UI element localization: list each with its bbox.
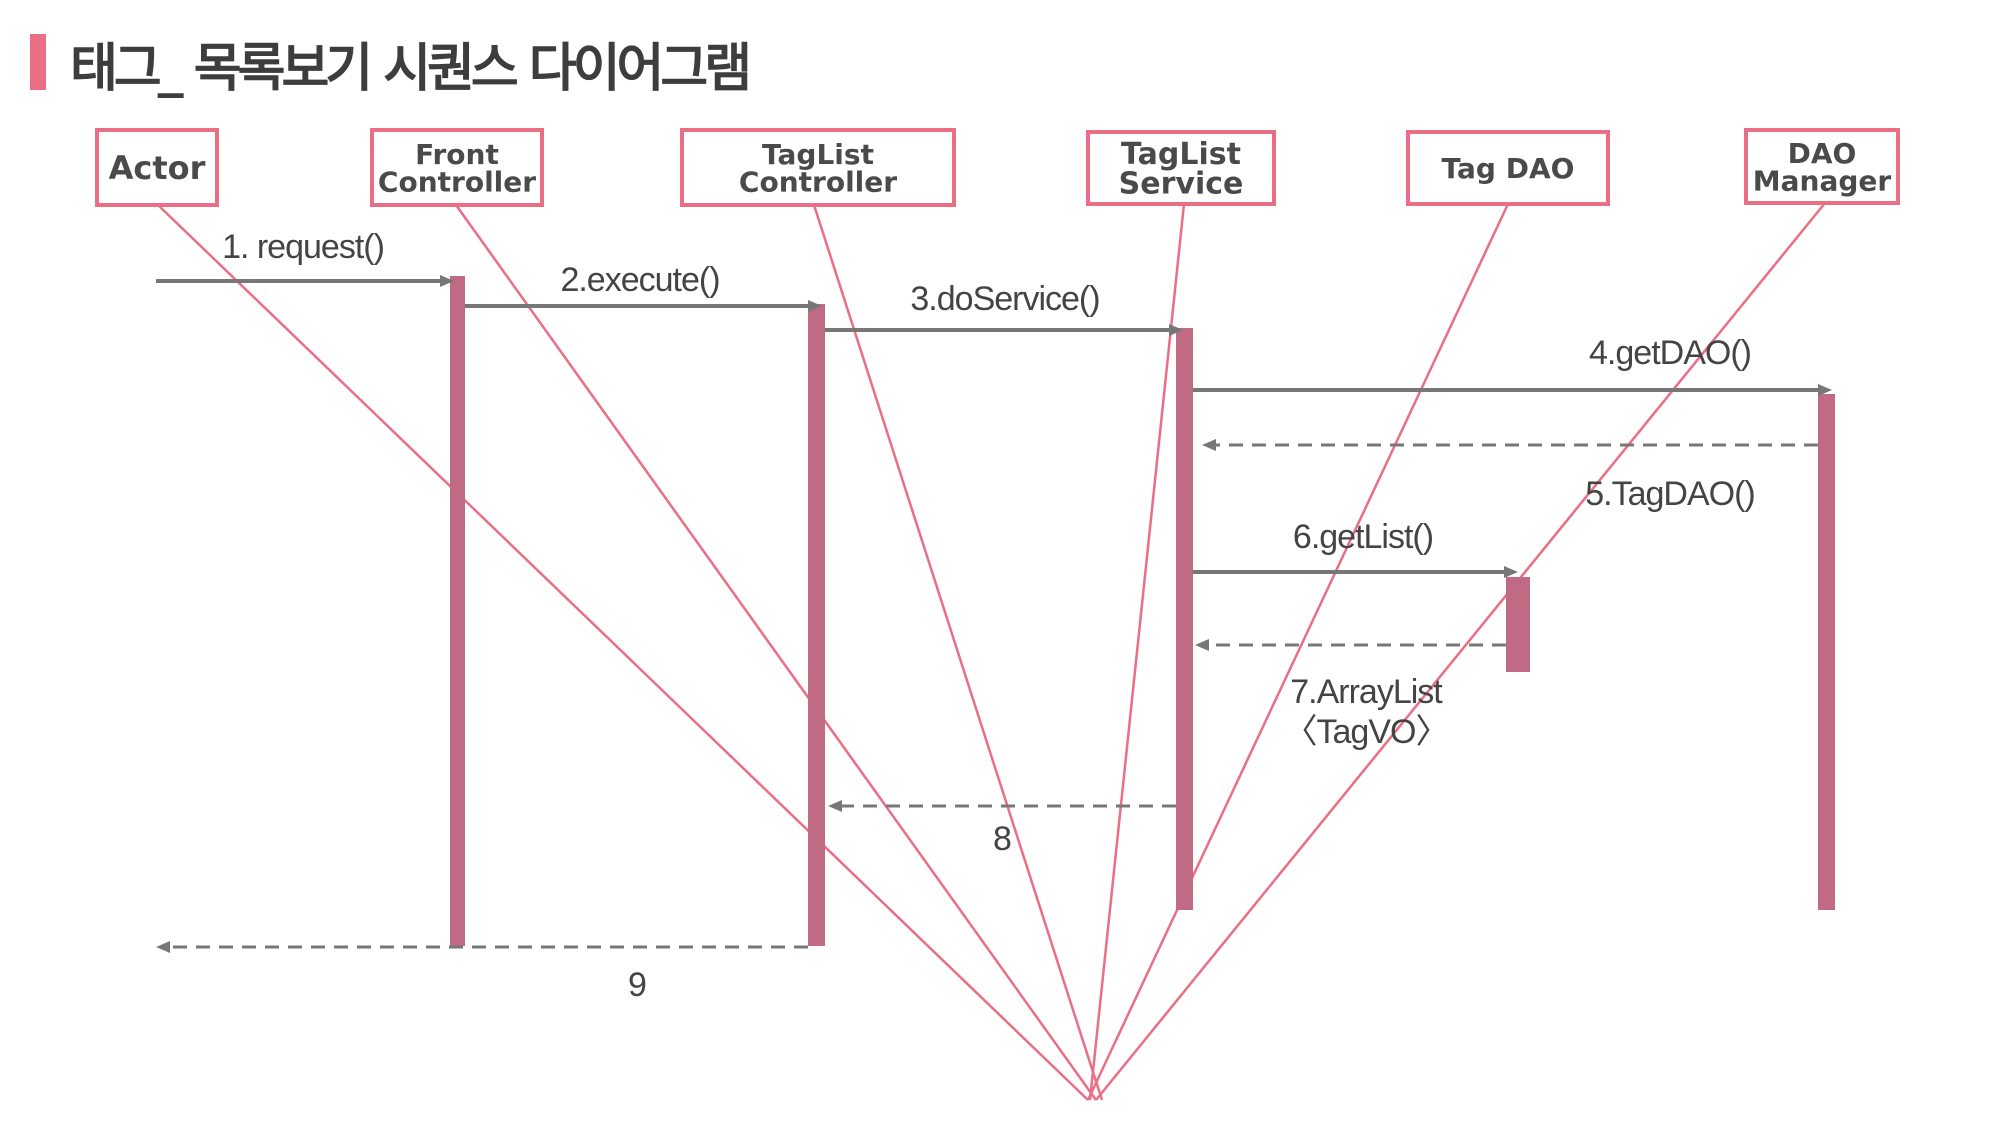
tag-dao-lifeline (1086, 203, 1510, 1101)
participant-label-taglist-controller: Controller (739, 165, 897, 198)
page-title: 태그_ 목록보기 시퀀스 다이어그램 (70, 39, 752, 99)
participant-label-front-controller: Front (415, 138, 499, 171)
message-m1-arrowhead (440, 275, 454, 287)
message-m4-label: 4.getDAO() (1589, 334, 1751, 372)
front-controller-activation (450, 276, 465, 946)
participant-label-tag-dao: Tag DAO (1442, 152, 1575, 185)
dao-manager-lifeline (1095, 202, 1826, 1101)
message-m8-arrowhead (828, 800, 842, 812)
message-m2-arrowhead (808, 300, 822, 312)
title-accent-bar (30, 34, 46, 90)
message-m7-label: 〈TagVO〉 (1284, 713, 1449, 751)
message-m6-arrowhead (1504, 566, 1518, 578)
message-m4-arrowhead (1818, 384, 1832, 396)
dao-manager-activation (1818, 394, 1835, 910)
participant-box-taglist-controller (680, 128, 956, 207)
taglist-controller-lifeline (812, 204, 1104, 1101)
message-m8-label: 8 (993, 820, 1011, 858)
participant-box-front-controller (370, 128, 544, 207)
participant-label-front-controller: Controller (378, 165, 536, 198)
message-m6-label: 6.getList() (1293, 518, 1433, 556)
message-m3-arrowhead (1169, 324, 1183, 336)
participant-label-taglist-service: TagList (1121, 137, 1241, 172)
message-m3-label: 3.doService() (910, 280, 1099, 318)
tag-dao-activation (1506, 577, 1530, 672)
actor-lifeline (157, 204, 1089, 1101)
participant-box-actor (95, 128, 219, 207)
participant-label-dao-manager: Manager (1753, 164, 1892, 197)
message-m9-arrowhead (156, 941, 170, 953)
message-m7-label: 7.ArrayList (1290, 673, 1443, 711)
message-m5-label: 5.TagDAO() (1585, 475, 1755, 513)
message-m2-label: 2.execute() (560, 261, 719, 299)
message-m7-arrowhead (1195, 639, 1209, 651)
message-m9-label: 9 (628, 966, 646, 1004)
participant-label-taglist-service: Service (1119, 167, 1244, 202)
participant-box-tag-dao (1406, 130, 1610, 206)
taglist-service-lifeline (1088, 203, 1186, 1101)
participant-label-actor: Actor (109, 149, 206, 187)
taglist-controller-activation (808, 304, 825, 946)
taglist-service-activation (1176, 328, 1193, 910)
participant-box-dao-manager (1744, 128, 1900, 205)
participant-label-taglist-controller: TagList (762, 138, 874, 171)
front-controller-lifeline (454, 204, 1098, 1101)
message-m1-label: 1. request() (222, 228, 384, 266)
message-m5-arrowhead (1202, 439, 1216, 451)
participant-label-dao-manager: DAO (1788, 137, 1857, 170)
participant-box-taglist-service (1086, 130, 1276, 206)
